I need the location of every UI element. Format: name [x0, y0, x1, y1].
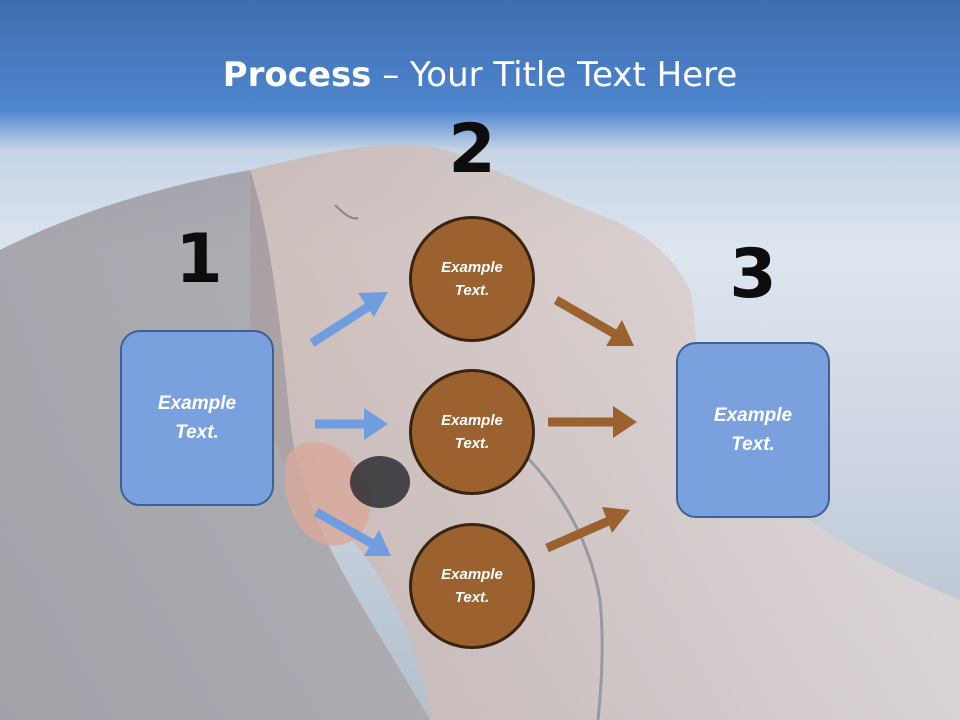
step-number-1: 1: [175, 220, 223, 299]
arrow-from-circle-bottom: [545, 507, 630, 553]
circle-bottom: Example Text.: [409, 523, 535, 649]
title-rest: – Your Title Text Here: [371, 55, 738, 95]
arrow-to-circle-bottom: [313, 508, 391, 556]
right-box-text: Example Text.: [713, 405, 793, 455]
arrow-to-circle-middle: [315, 408, 388, 440]
circle-middle: Example Text.: [409, 369, 535, 495]
slide-title: Process – Your Title Text Here: [0, 52, 960, 98]
arrow-from-circle-middle: [548, 406, 637, 438]
left-box-text: Example Text.: [157, 393, 237, 443]
step-number-2: 2: [448, 110, 496, 189]
circle-top: Example Text.: [409, 216, 535, 342]
circle-top-text: Example Text.: [441, 259, 503, 299]
arrow-to-circle-top: [309, 292, 388, 347]
step-number-3: 3: [729, 235, 777, 314]
title-bold: Process: [222, 55, 372, 95]
arrow-from-circle-top: [553, 296, 634, 346]
circle-bottom-text: Example Text.: [441, 566, 503, 606]
circle-middle-text: Example Text.: [441, 412, 503, 452]
left-text-box: Example Text.: [120, 330, 274, 506]
right-text-box: Example Text.: [676, 342, 830, 518]
